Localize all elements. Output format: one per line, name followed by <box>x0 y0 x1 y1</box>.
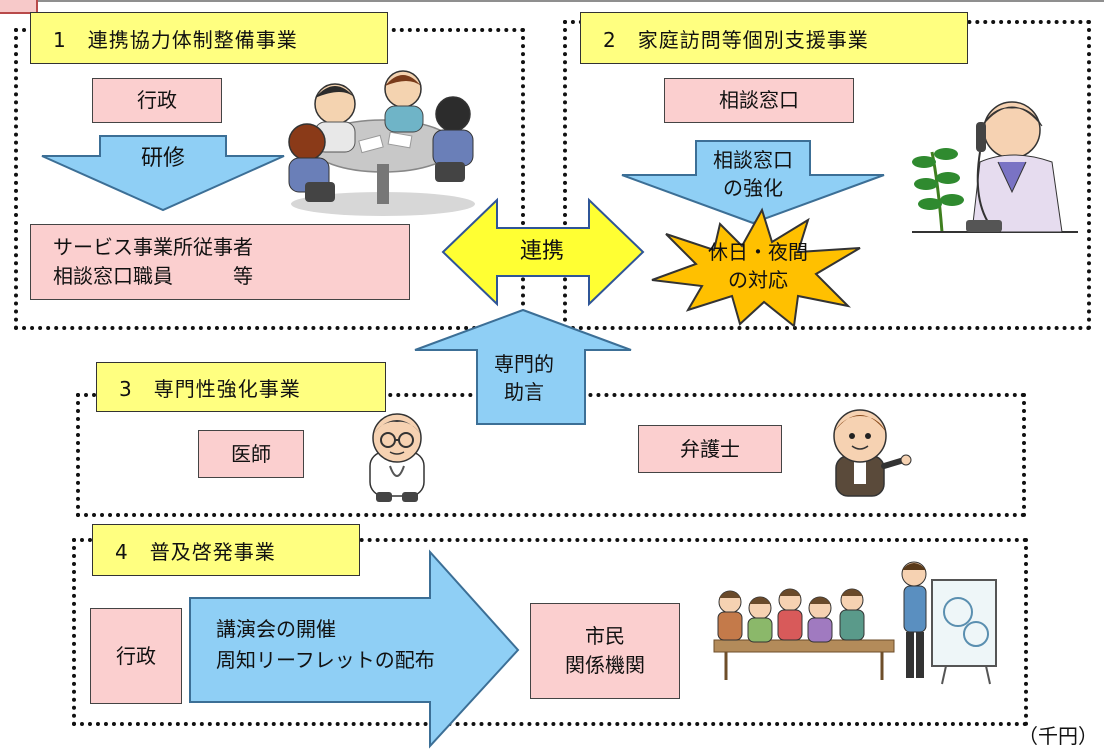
kyoka-line2: の強化 <box>723 176 783 200</box>
s1-target-line2: 相談窓口職員 等 <box>53 264 253 288</box>
doctor-illustration <box>369 413 425 502</box>
s1-target-line1: サービス事業所従事者 <box>53 235 253 259</box>
senmon-arrow <box>414 308 632 425</box>
section-4-title: 4 普及啓発事業 <box>92 524 360 576</box>
s4-target-line1: 市民 <box>585 624 625 648</box>
top-border <box>0 0 1104 2</box>
s1-target-box: サービス事業所従事者 相談窓口職員 等 <box>30 224 410 300</box>
section-1-title: 1 連携協力体制整備事業 <box>30 12 388 64</box>
s2-madoguchi-box: 相談窓口 <box>664 78 854 123</box>
s4-target-box: 市民 関係機関 <box>530 603 680 699</box>
kenshu-arrow <box>41 135 285 212</box>
s3-ishi-box: 医師 <box>198 430 304 478</box>
lawyer-illustration <box>833 409 912 497</box>
kyujitsu-line2: の対応 <box>728 268 788 292</box>
section-4-frame <box>72 538 1028 726</box>
s4-target-line2: 関係機関 <box>565 653 645 677</box>
senmon-line1: 専門的 <box>494 352 554 376</box>
lecture-illustration <box>706 556 1006 686</box>
keihatsu-label: 講演会の開催 周知リーフレットの配布 <box>216 614 476 676</box>
kyujitsu-label: 休日・夜間 の対応 <box>696 238 820 294</box>
kyujitsu-line1: 休日・夜間 <box>708 240 808 264</box>
corner-tab <box>0 0 38 14</box>
phone-operator-illustration <box>902 92 1082 242</box>
kenshu-label: 研修 <box>140 146 185 171</box>
section-2-title: 2 家庭訪問等個別支援事業 <box>580 12 968 64</box>
keihatsu-line1: 講演会の開催 <box>216 617 336 641</box>
keihatsu-arrow <box>189 549 520 749</box>
s4-gyosei-box: 行政 <box>90 608 182 704</box>
renkei-arrow <box>441 197 645 307</box>
s3-bengoshi-box: 弁護士 <box>638 425 782 473</box>
renkei-label: 連携 <box>519 239 564 264</box>
kyujitsu-starburst <box>651 207 861 328</box>
senmon-label: 専門的 助言 <box>482 350 566 406</box>
meeting-illustration <box>288 70 475 216</box>
s1-gyosei-box: 行政 <box>92 78 222 123</box>
unit-label: （千円） <box>1018 724 1098 748</box>
senmon-line2: 助言 <box>504 380 544 404</box>
keihatsu-line2: 周知リーフレットの配布 <box>216 648 435 672</box>
kyoka-label: 相談窓口 の強化 <box>688 146 818 202</box>
kyoka-arrow <box>621 140 885 225</box>
section-3-title: 3 専門性強化事業 <box>96 362 386 412</box>
kyoka-line1: 相談窓口 <box>713 148 793 172</box>
